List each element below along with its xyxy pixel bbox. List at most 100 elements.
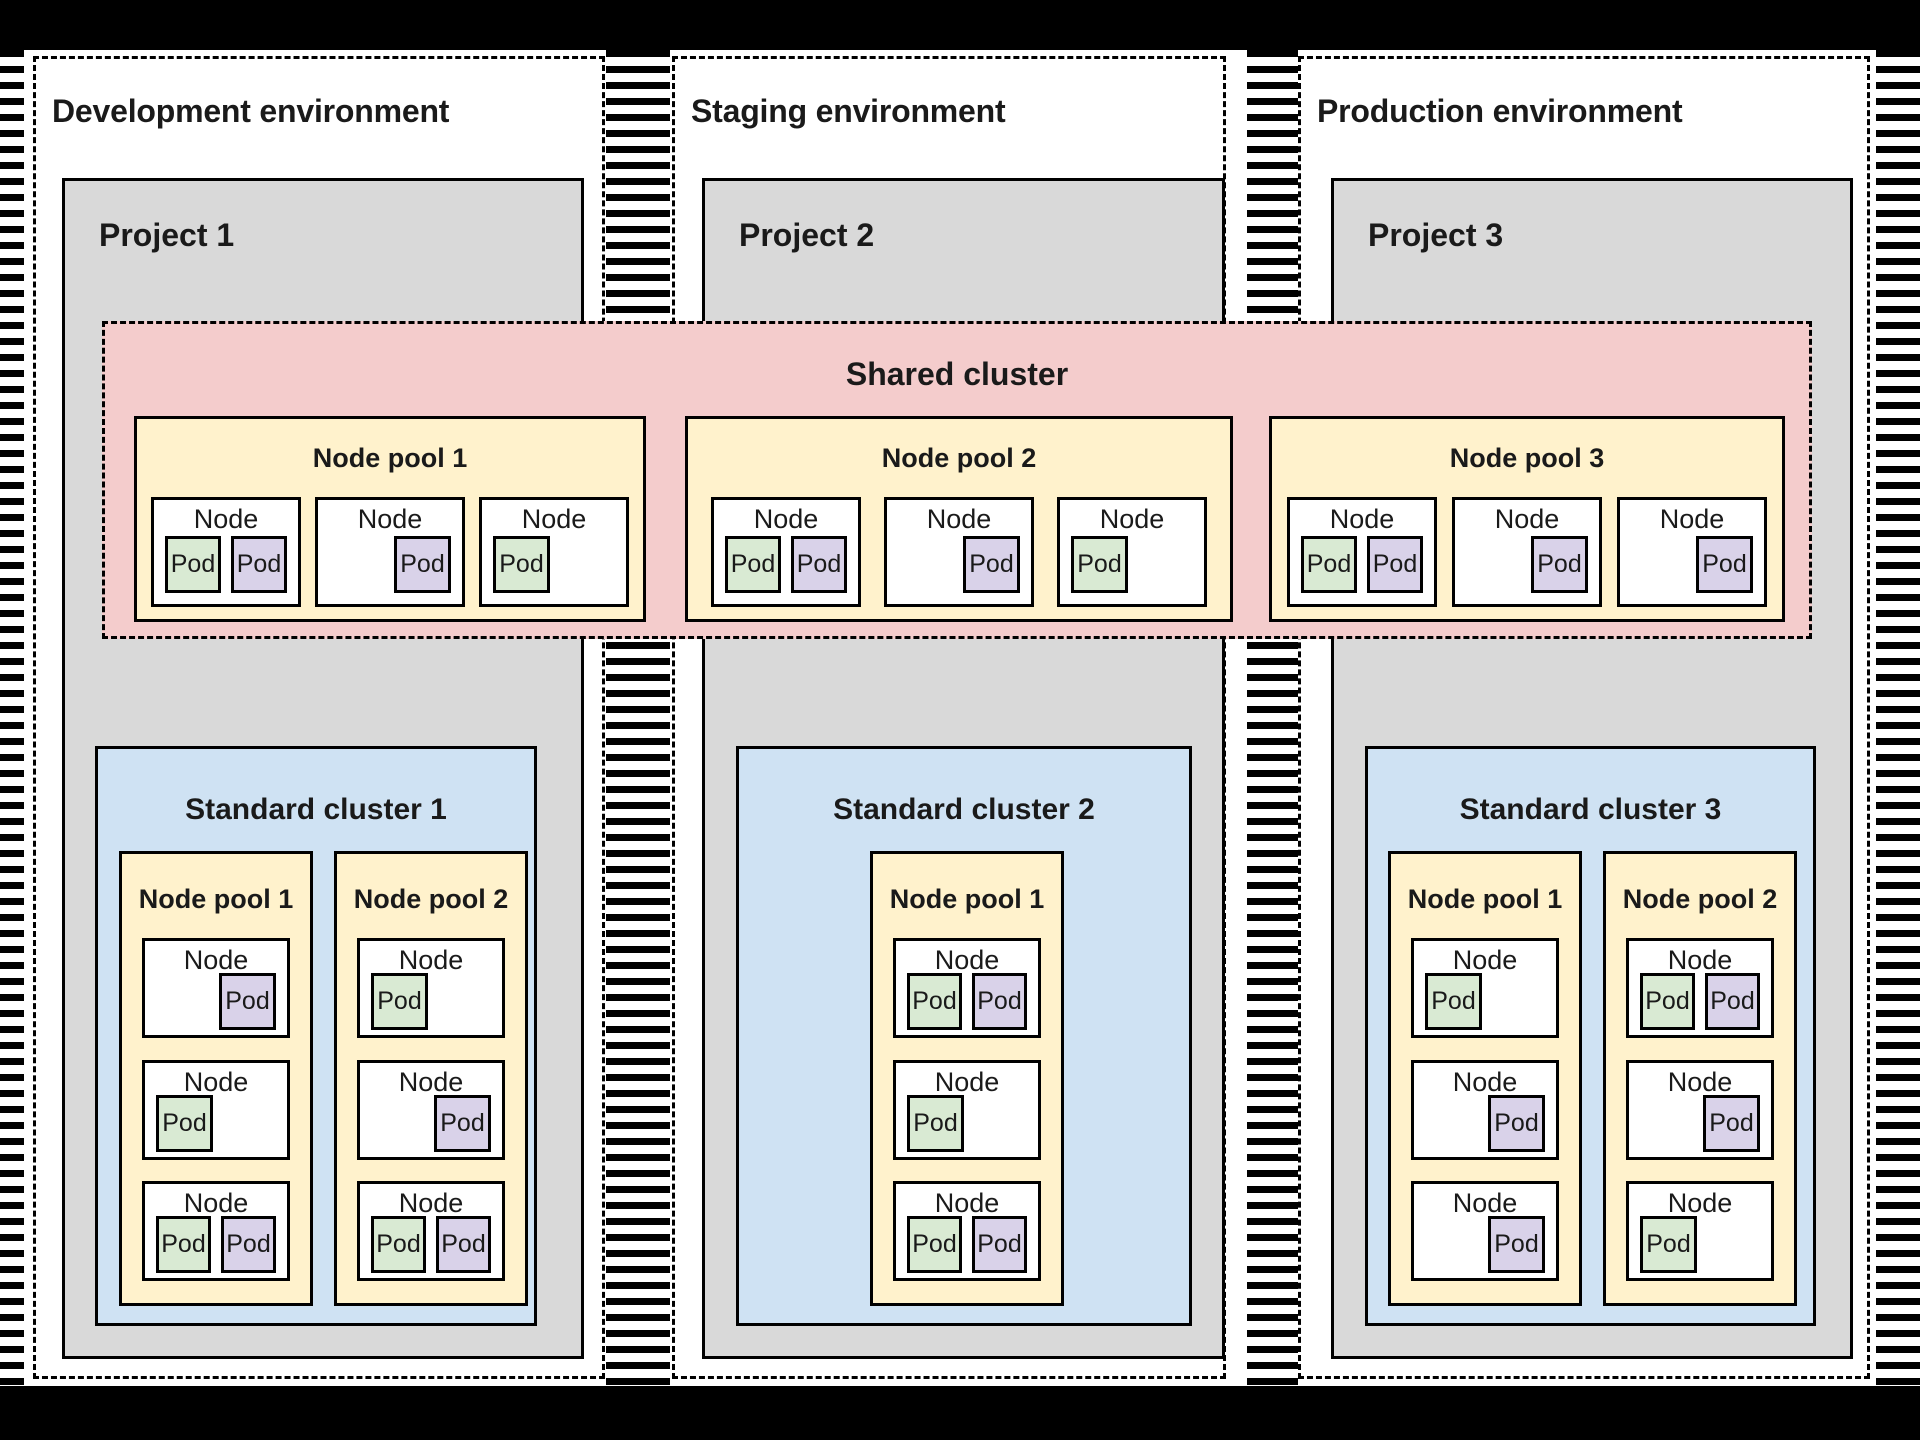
pod-green: Pod: [725, 536, 781, 593]
pod-row: Pod: [896, 1094, 1038, 1152]
pod-row: Pod: [145, 973, 287, 1030]
pod-purple: Pod: [791, 536, 847, 593]
pod-purple: Pod: [1488, 1216, 1545, 1273]
pod-row: Pod: [1414, 973, 1556, 1030]
pod-green: Pod: [165, 536, 221, 593]
node-pool-title: Node pool 2: [881, 443, 1037, 473]
hatch-divider-right: [1876, 50, 1920, 1386]
pod-purple: Pod: [972, 1216, 1027, 1273]
node-pool-title: Node pool 1: [1407, 884, 1563, 914]
node-label: Node: [1494, 504, 1560, 534]
pod-purple: Pod: [1705, 973, 1760, 1030]
pod-green: Pod: [1425, 973, 1482, 1030]
node-pool-title: Node pool 2: [353, 884, 509, 914]
pod-green: Pod: [371, 1216, 426, 1273]
project-title: Project 2: [739, 217, 875, 253]
pod-row: Pod: [360, 1094, 502, 1152]
node-pool-title: Node pool 3: [1449, 443, 1605, 473]
pod-green: Pod: [156, 1216, 211, 1273]
pod-green: Pod: [907, 973, 962, 1030]
environment-title: Production environment: [1317, 93, 1683, 129]
pod-purple: Pod: [231, 536, 287, 593]
node-label: Node: [1452, 1066, 1518, 1097]
pod-green: Pod: [493, 536, 550, 593]
pod-row: Pod: [1060, 536, 1204, 593]
node-label: Node: [398, 945, 464, 975]
cluster-title: Standard cluster 2: [833, 793, 1095, 826]
node-label: Node: [193, 504, 259, 534]
cluster-title: Standard cluster 1: [185, 793, 447, 826]
node-label: Node: [1329, 504, 1395, 534]
pod-purple: Pod: [972, 973, 1027, 1030]
pod-purple: Pod: [963, 536, 1020, 593]
pod-row: Pod: [1414, 1216, 1556, 1273]
pod-green: Pod: [907, 1094, 964, 1152]
project-title: Project 1: [99, 217, 235, 253]
top-frame-bar: [0, 0, 1920, 50]
node-label: Node: [357, 504, 423, 534]
node-pool-title: Node pool 2: [1622, 884, 1778, 914]
environment-title: Development environment: [52, 93, 450, 129]
pod-green: Pod: [371, 973, 428, 1030]
shared-cluster-title: Shared cluster: [845, 356, 1069, 392]
pod-row: Pod: [318, 536, 462, 593]
node-label: Node: [398, 1066, 464, 1097]
pod-purple: Pod: [1488, 1094, 1545, 1152]
pod-purple: Pod: [1696, 536, 1753, 593]
node-label: Node: [183, 1066, 249, 1097]
pod-purple: Pod: [436, 1216, 491, 1273]
pod-green: Pod: [907, 1216, 962, 1273]
pod-row: Pod: [360, 973, 502, 1030]
node-label: Node: [934, 1066, 1000, 1097]
node-label: Node: [398, 1188, 464, 1218]
pod-purple: Pod: [434, 1094, 491, 1152]
pod-row: Pod: [1629, 1216, 1771, 1273]
node-label: Node: [1659, 504, 1725, 534]
hatch-divider-dev-staging: [606, 50, 670, 1386]
node-label: Node: [926, 504, 992, 534]
node-pool-title: Node pool 1: [889, 884, 1045, 914]
project-title: Project 3: [1368, 217, 1504, 253]
pod-row: Pod: [1629, 1094, 1771, 1152]
node-label: Node: [753, 504, 819, 534]
node-pool-title: Node pool 1: [138, 884, 294, 914]
node-label: Node: [1452, 1188, 1518, 1218]
environment-title: Staging environment: [691, 93, 1006, 129]
bottom-frame-bar: [0, 1386, 1920, 1440]
pod-purple: Pod: [394, 536, 451, 593]
